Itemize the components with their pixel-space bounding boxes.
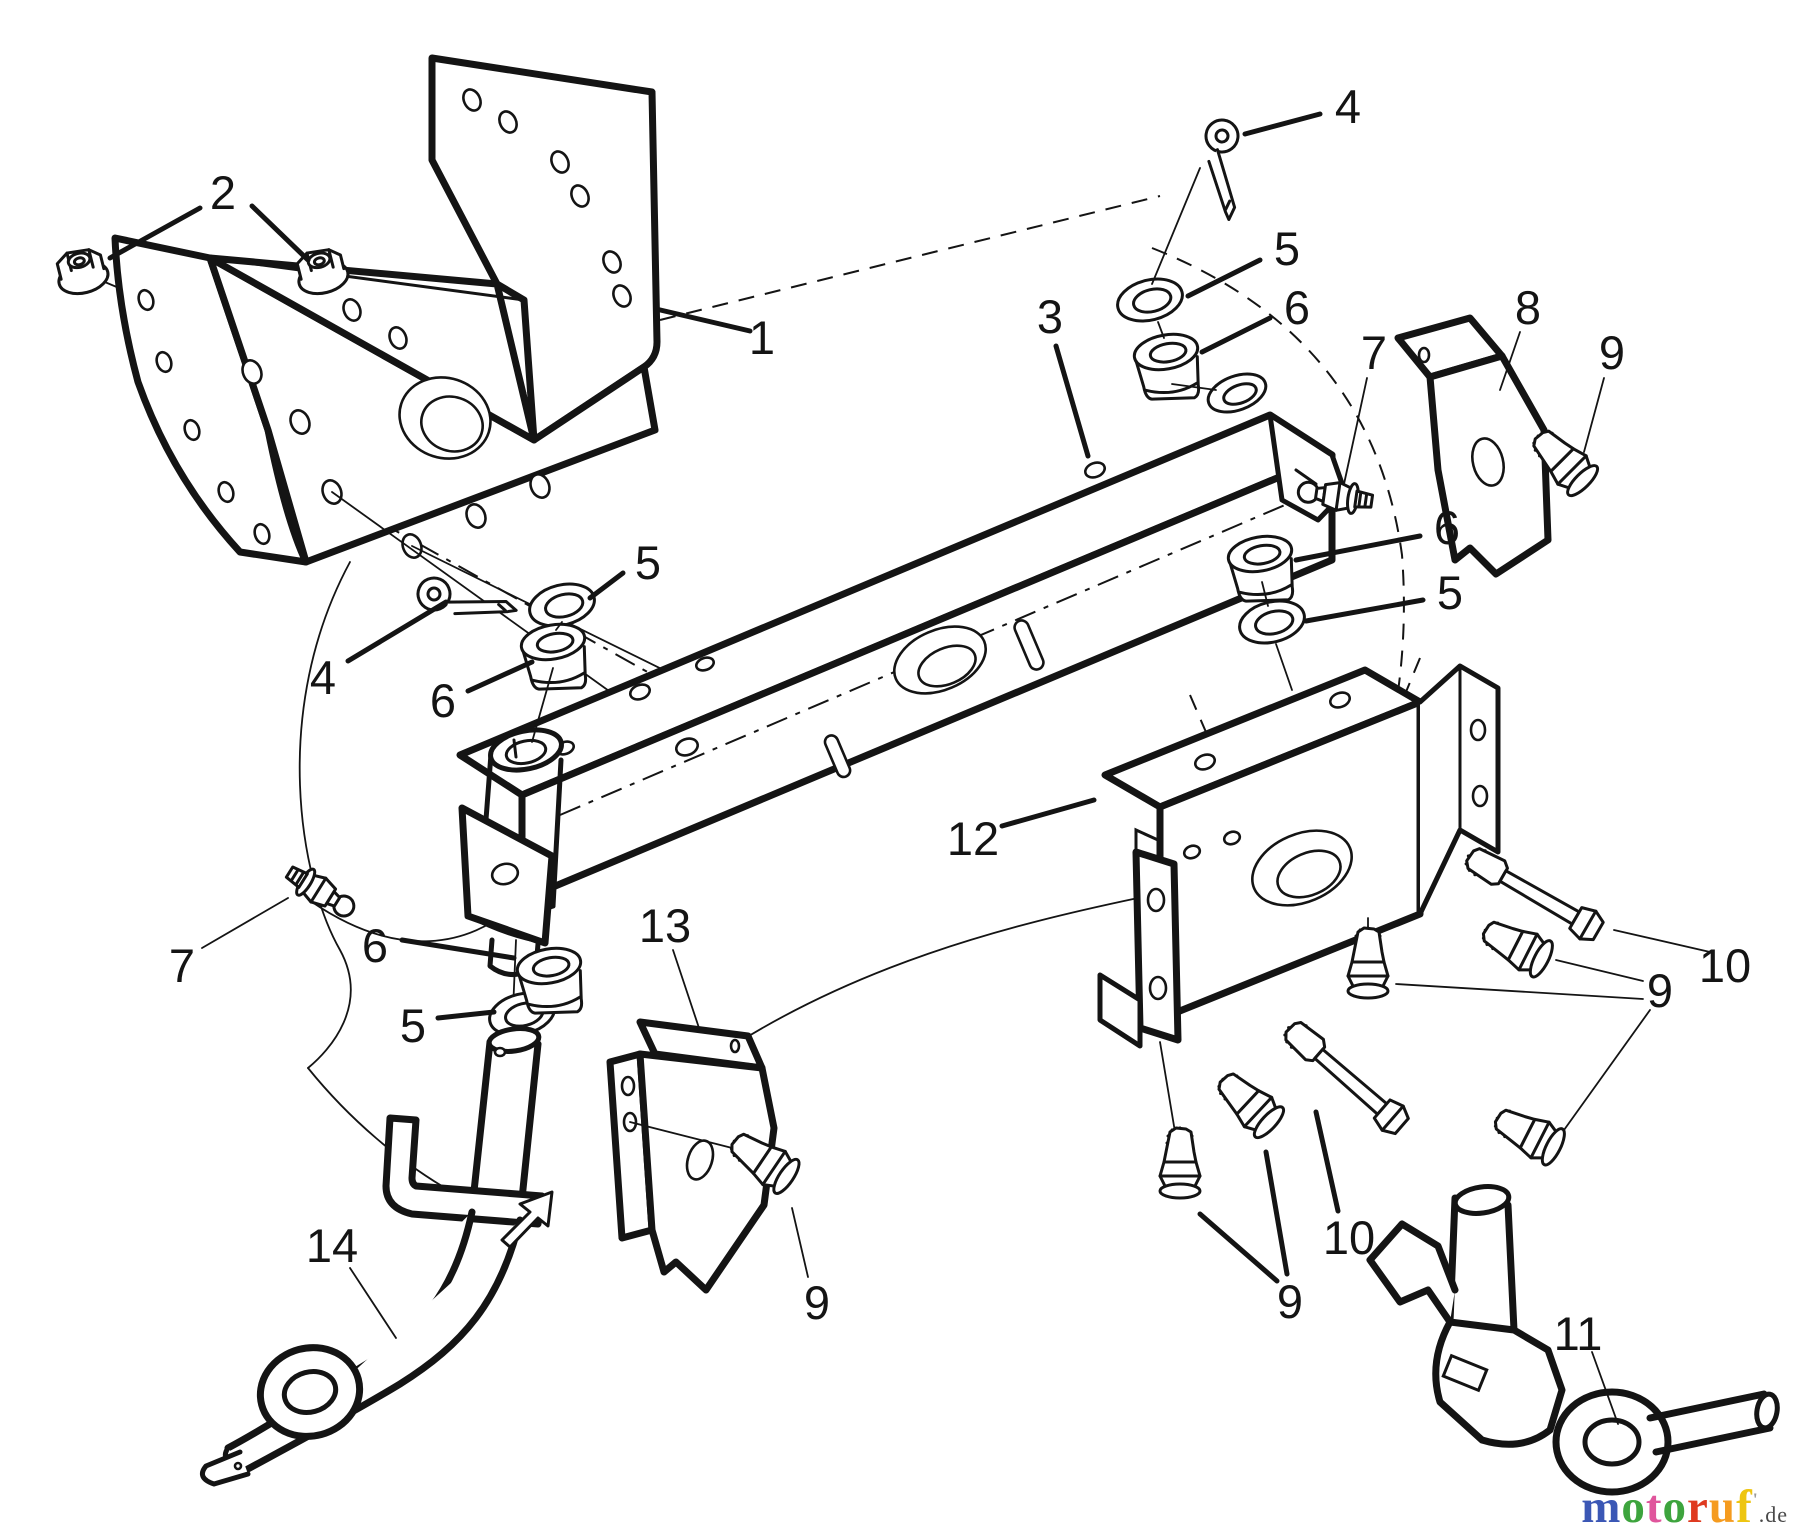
leader-line: [1263, 1149, 1290, 1277]
hex-bolt-part10: [1276, 1014, 1414, 1140]
leader-line: [1343, 377, 1368, 485]
leader-line: [349, 1267, 397, 1339]
callout-label-9: 9: [804, 1276, 830, 1329]
routing-curve: [298, 561, 352, 1069]
leader-line: [345, 599, 449, 664]
routing-curve: [707, 897, 1139, 1063]
callout-label-5: 5: [400, 999, 426, 1052]
leader-line: [1053, 343, 1091, 459]
callout-label-14: 14: [306, 1219, 358, 1272]
watermark-letter: r: [1687, 1481, 1709, 1533]
leader-line: [1303, 597, 1426, 624]
leader-line: [1583, 377, 1605, 453]
leader-line: [1499, 331, 1521, 391]
leader-line: [1313, 1109, 1341, 1214]
hex-screw-part9: [1486, 1098, 1571, 1170]
washer-part5: [1233, 593, 1311, 651]
callout-label-9: 9: [1647, 964, 1673, 1017]
callout-label-6: 6: [362, 919, 388, 972]
callout-label-9: 9: [1599, 326, 1625, 379]
hidden-arc: [1151, 247, 1405, 959]
callout-label-5: 5: [1274, 222, 1300, 275]
cotter-pin-part4: [411, 551, 518, 645]
watermark-letter: f: [1736, 1481, 1753, 1533]
watermark-letter: o: [1621, 1481, 1646, 1533]
assembly-axes: [531, 167, 1293, 743]
hidden-axis-line: [379, 521, 677, 689]
watermark-letter: m: [1581, 1481, 1622, 1533]
callout-label-10: 10: [1323, 1211, 1375, 1264]
leader-line: [1563, 1009, 1651, 1131]
leader-line: [1293, 533, 1423, 563]
leader-line: [1185, 257, 1263, 299]
leader-line: [1242, 111, 1323, 137]
hidden-axis-line: [659, 195, 1161, 321]
hex-screw-part9: [1474, 910, 1559, 982]
callout-label-6: 6: [1284, 281, 1310, 334]
callout-label-12: 12: [947, 812, 999, 865]
callout-label-4: 4: [1335, 80, 1361, 133]
watermark-suffix: .de: [1758, 1502, 1788, 1527]
leader-line: [999, 797, 1097, 829]
callout-label-3: 3: [1037, 290, 1063, 343]
leader-line: [1555, 959, 1644, 982]
frame-bracket-part1: [111, 54, 661, 566]
bracket-part8: [1394, 314, 1552, 578]
leader-line: [107, 205, 203, 261]
callout-label-7: 7: [1361, 326, 1387, 379]
callout-label-4: 4: [310, 651, 336, 704]
leader-line: [1591, 1351, 1619, 1425]
callout-label-9: 9: [1277, 1275, 1303, 1328]
washer-part5: [1111, 271, 1189, 329]
watermark-letter: o: [1662, 1481, 1688, 1533]
callout-label-1: 1: [749, 311, 775, 364]
leader-line: [465, 659, 535, 694]
bushing-part6: [517, 618, 595, 699]
callout-label-8: 8: [1515, 281, 1541, 334]
routing-curve: [307, 1067, 453, 1193]
leader-line: [791, 1207, 809, 1278]
callout-label-6: 6: [1434, 501, 1460, 554]
leader-line: [587, 570, 626, 601]
callout-label-5: 5: [1437, 566, 1463, 619]
flange-nut-part2: [50, 243, 113, 300]
bushing-part6: [1130, 328, 1208, 409]
callout-label-13: 13: [639, 899, 691, 952]
steering-shaft-part14: [199, 1026, 554, 1487]
hex-screw-part9: [1158, 1126, 1202, 1200]
leader-line: [201, 897, 289, 949]
insertion-arrow-icon: [500, 1190, 554, 1249]
leader-line: [672, 949, 700, 1029]
hex-bolt-part10: [1458, 840, 1608, 947]
callout-label-6: 6: [430, 674, 456, 727]
watermark-letter: t: [1645, 1481, 1663, 1533]
bracket-part13: [606, 1018, 778, 1294]
leader-line: [1197, 1211, 1280, 1284]
watermark-letter: u: [1708, 1481, 1737, 1533]
callout-label-5: 5: [635, 536, 661, 589]
leader-line: [1199, 315, 1273, 355]
caster-spindle-part11: [1366, 1184, 1780, 1496]
leader-line: [435, 1009, 497, 1021]
hex-screw-part9: [1207, 1063, 1290, 1144]
callout-label-2: 2: [210, 166, 236, 219]
callout-label-7: 7: [169, 939, 195, 992]
hole-axis: [629, 1121, 741, 1151]
callout-label-11: 11: [1554, 1307, 1603, 1360]
leader-line: [1613, 929, 1711, 953]
frame-channel-part3: [456, 372, 1348, 904]
leader-line: [399, 937, 517, 961]
callout-label-10: 10: [1699, 939, 1751, 992]
frame-plate-part12: [1097, 663, 1501, 1049]
leader-line: [1395, 983, 1644, 1000]
leader-line: [653, 306, 753, 334]
assembly-axis: [1159, 1041, 1177, 1139]
leader-line: [249, 203, 311, 263]
motoruf-watermark: motoruf'.de: [1581, 1480, 1788, 1534]
shoulder-bolt-part7: [280, 857, 362, 926]
watermark-tick: ': [1752, 1489, 1759, 1510]
